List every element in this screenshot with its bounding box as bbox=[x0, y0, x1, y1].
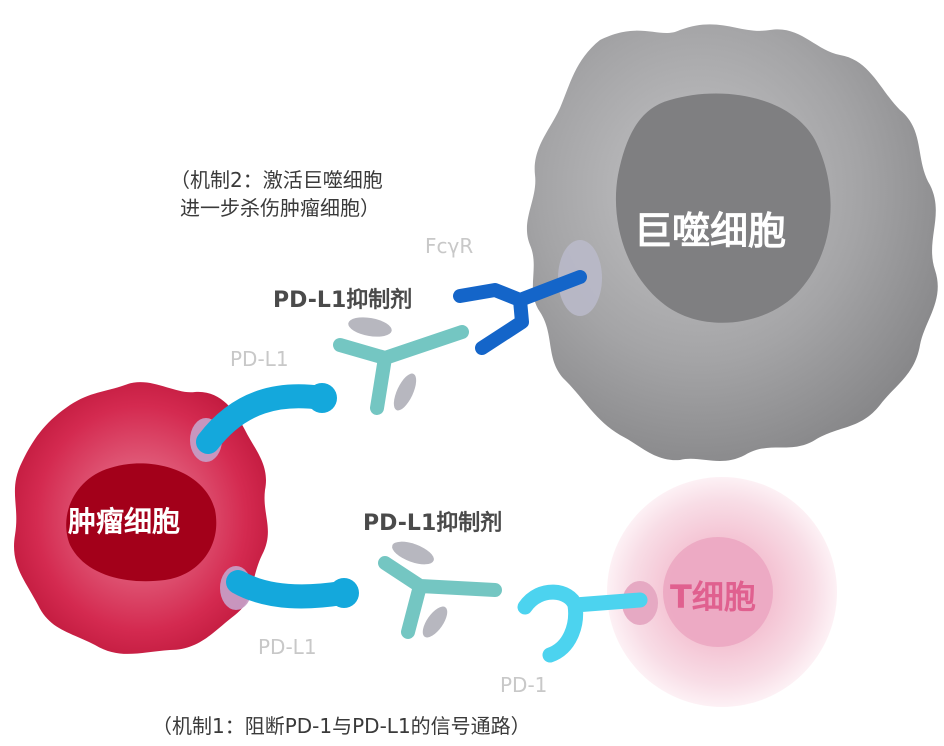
pd-l1-inhibitor-antibody-top bbox=[333, 317, 469, 415]
t-cell-nucleus bbox=[663, 537, 773, 647]
macrophage-cell bbox=[526, 24, 938, 461]
t-cell bbox=[607, 477, 837, 707]
fcyr-receptor-shape bbox=[453, 270, 587, 355]
t-cell-label: T细胞 bbox=[670, 578, 756, 616]
pd-l1-inhibitor-label-bottom: PD-L1抑制剂 bbox=[363, 511, 503, 536]
pd-l1-receptor-top-tip bbox=[307, 383, 337, 413]
macrophage-label: 巨噬细胞 bbox=[634, 209, 787, 253]
mechanism-2-line-1: （机制2：激活巨噬细胞 bbox=[170, 168, 383, 192]
pd-l1-inhibitor-label-top: PD-L1抑制剂 bbox=[273, 288, 413, 313]
tumor-cell-label: 肿瘤细胞 bbox=[68, 505, 181, 538]
fcyr-receptor bbox=[453, 270, 587, 355]
mechanism-2-line-2: 进一步杀伤肿瘤细胞） bbox=[180, 196, 380, 220]
pd-1-receptor bbox=[517, 584, 648, 663]
macrophage-nucleus bbox=[615, 93, 831, 323]
pd-l1-inhibitor-antibody-bottom bbox=[378, 541, 502, 639]
tumor-cell-nucleus bbox=[66, 463, 217, 582]
mechanism-1-label: （机制1：阻断PD-1与PD-L1的信号通路） bbox=[152, 714, 531, 738]
pd-l1-label-top: PD-L1 bbox=[230, 347, 289, 371]
inhibitor-top-grey-fragment-1 bbox=[348, 317, 392, 337]
inhibitor-top-arms bbox=[333, 325, 469, 415]
pd-1-receptor-shape bbox=[517, 584, 648, 663]
pd-l1-receptor-bottom-tip bbox=[329, 578, 359, 608]
pd-l1-receptor-bottom bbox=[226, 570, 354, 609]
inhibitor-bottom-arms bbox=[378, 556, 502, 639]
pd-l1-label-bottom: PD-L1 bbox=[258, 635, 317, 659]
inhibitor-bottom-grey-fragment-1 bbox=[392, 541, 434, 565]
fcyr-label: FcγR bbox=[425, 234, 474, 258]
inhibitor-top-grey-fragment-2 bbox=[393, 373, 417, 411]
pd-1-label: PD-1 bbox=[500, 673, 548, 697]
inhibitor-bottom-grey-fragment-2 bbox=[422, 606, 448, 638]
